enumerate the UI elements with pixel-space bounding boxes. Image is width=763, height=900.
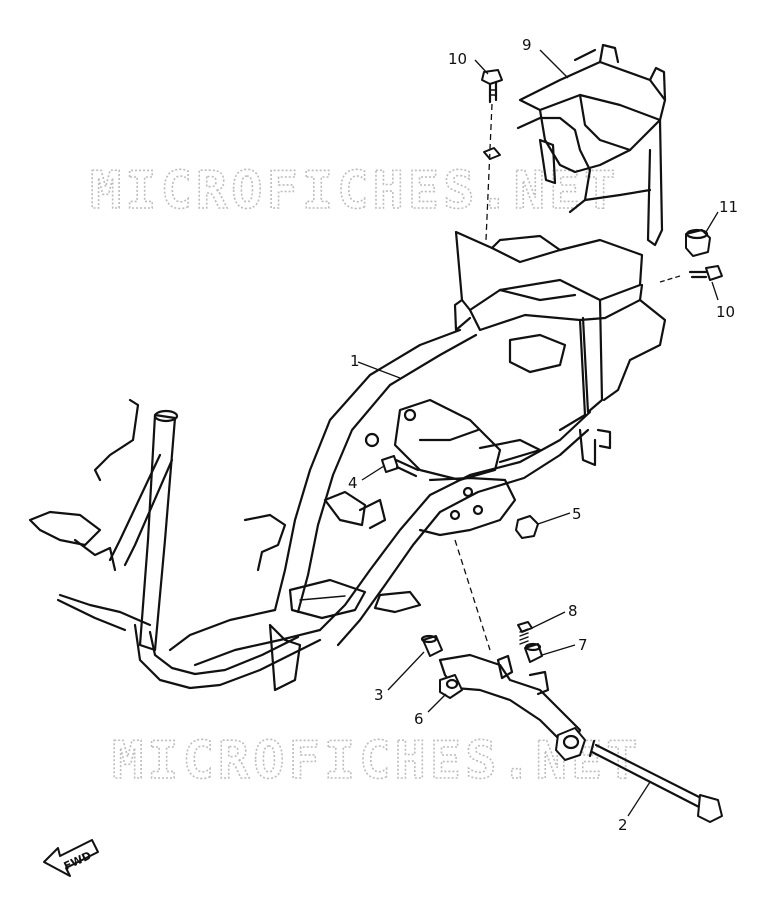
collar-7 [524, 642, 543, 663]
callout-8: 8 [568, 602, 578, 620]
callout-7: 7 [578, 636, 588, 654]
leader-1 [357, 361, 401, 379]
leader-10-right [711, 281, 719, 301]
callout-11: 11 [719, 198, 738, 216]
bolt-4 [381, 455, 420, 478]
callout-9: 9 [522, 36, 532, 54]
bracket-plate [483, 147, 501, 160]
alignment-line-mount [454, 539, 491, 651]
bolt-10-top [481, 69, 503, 104]
callout-10-top: 10 [448, 50, 467, 68]
alignment-line-top [485, 103, 493, 241]
leader-4 [361, 465, 385, 481]
nut-5 [515, 515, 539, 539]
engine-mount-bracket [438, 653, 586, 761]
callout-4: 4 [348, 474, 358, 492]
leader-6 [427, 693, 447, 713]
watermark-bottom: MICROFICHES.NET [112, 731, 642, 791]
leader-10-top [474, 59, 489, 75]
leader-7 [541, 644, 576, 656]
bolt-8 [517, 621, 533, 645]
callout-5: 5 [572, 505, 582, 523]
watermark-top: MICROFICHES.NET [90, 161, 620, 221]
leader-5 [537, 512, 571, 525]
alignment-line-right [659, 275, 681, 283]
callout-10-right: 10 [716, 303, 735, 321]
rear-carrier-bracket [516, 43, 667, 247]
leader-11 [705, 211, 719, 233]
long-bolt-2 [588, 739, 723, 823]
callout-2: 2 [618, 816, 628, 834]
leader-9 [539, 49, 569, 79]
main-frame [28, 230, 667, 692]
leader-2 [627, 781, 651, 817]
fwd-arrow-icon: FWD [43, 839, 99, 877]
grommet-11 [685, 228, 711, 257]
leader-8 [531, 611, 566, 629]
callout-6: 6 [414, 710, 424, 728]
callout-3: 3 [374, 686, 384, 704]
bushing-3 [420, 634, 443, 657]
leader-3 [387, 651, 425, 691]
callout-1: 1 [350, 352, 360, 370]
bolt-10-right [688, 265, 723, 281]
